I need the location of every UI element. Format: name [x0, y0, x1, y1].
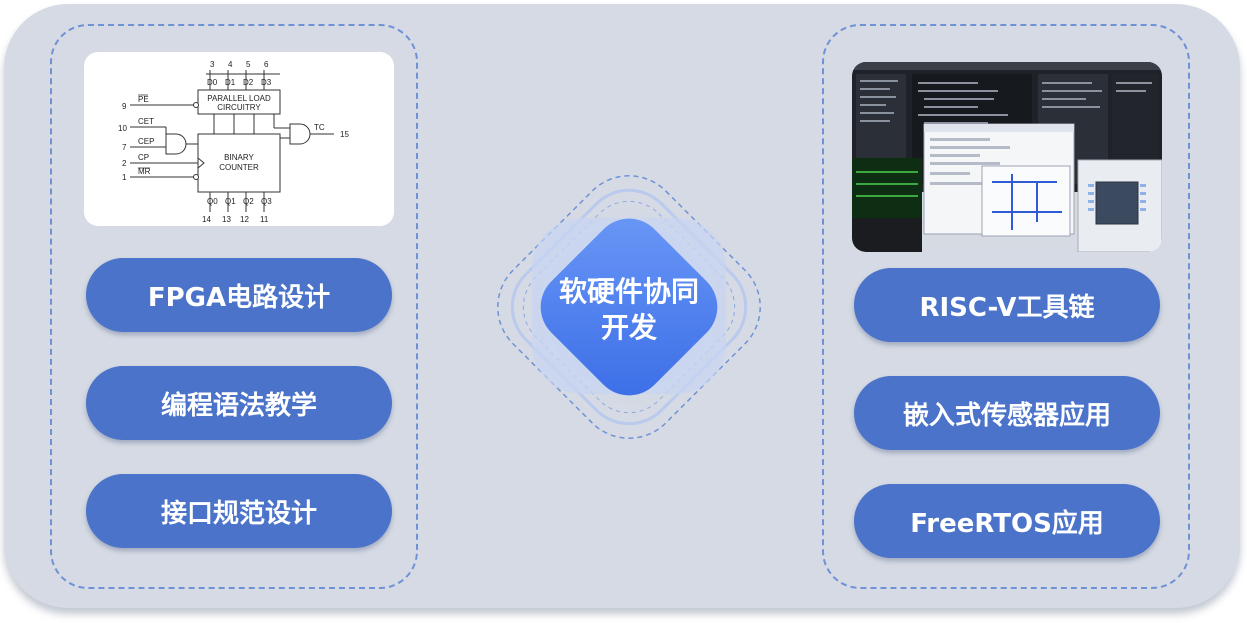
data-input-d2: D2 [243, 78, 254, 87]
left-panel: 3 4 5 6 D0 D1 D2 D3 PARALLEL LOAD [50, 24, 418, 589]
signal-cep: CEP [138, 137, 154, 146]
pin-top-3: 3 [210, 60, 215, 69]
pin-left-2: 2 [122, 159, 127, 168]
center-title-line2: 开发 [600, 311, 657, 344]
pin-top-4: 4 [228, 60, 233, 69]
data-input-d3: D3 [261, 78, 272, 87]
fpga-circuit-design-button[interactable]: FPGA电路设计 [86, 258, 392, 332]
pin-top-6: 6 [264, 60, 269, 69]
diagram-canvas: 3 4 5 6 D0 D1 D2 D3 PARALLEL LOAD [4, 4, 1240, 608]
center-hub: 软硬件协同 开发 [444, 122, 814, 494]
pin-left-1: 1 [122, 173, 127, 182]
right-panel: RISC-V工具链 嵌入式传感器应用 FreeRTOS应用 [822, 24, 1190, 589]
riscv-toolchain-button[interactable]: RISC-V工具链 [854, 268, 1160, 342]
embedded-sensor-button[interactable]: 嵌入式传感器应用 [854, 376, 1160, 450]
pin-right-15: 15 [340, 130, 349, 139]
pin-bottom-12: 12 [240, 215, 249, 224]
pin-left-9: 9 [122, 102, 127, 111]
pin-top-5: 5 [246, 60, 251, 69]
interface-spec-button[interactable]: 接口规范设计 [86, 474, 392, 548]
data-input-d1: D1 [225, 78, 236, 87]
signal-mr: MR [138, 167, 151, 176]
pin-bottom-11: 11 [260, 215, 269, 224]
binary-counter-label: BINARY [224, 153, 254, 162]
signal-tc: TC [314, 123, 325, 132]
output-q0: Q0 [207, 197, 218, 206]
center-title: 软硬件协同 开发 [444, 274, 814, 346]
pin-bottom-13: 13 [222, 215, 231, 224]
output-q3: Q3 [261, 197, 272, 206]
software-screenshot-collage [852, 62, 1162, 252]
signal-cp: CP [138, 153, 149, 162]
signal-cet: CET [138, 117, 154, 126]
output-q1: Q1 [225, 197, 236, 206]
circuit-diagram: 3 4 5 6 D0 D1 D2 D3 PARALLEL LOAD [84, 52, 394, 226]
pin-bottom-14: 14 [202, 215, 211, 224]
binary-counter-label-2: COUNTER [219, 163, 259, 172]
signal-pe: PE [138, 95, 149, 104]
freertos-button[interactable]: FreeRTOS应用 [854, 484, 1160, 558]
pin-left-7: 7 [122, 143, 127, 152]
programming-syntax-button[interactable]: 编程语法教学 [86, 366, 392, 440]
data-input-d0: D0 [207, 78, 218, 87]
parallel-load-label: PARALLEL LOAD [207, 94, 271, 103]
center-title-line1: 软硬件协同 [558, 275, 699, 308]
pin-left-10: 10 [118, 124, 127, 133]
output-q2: Q2 [243, 197, 254, 206]
parallel-load-label-2: CIRCUITRY [217, 103, 261, 112]
